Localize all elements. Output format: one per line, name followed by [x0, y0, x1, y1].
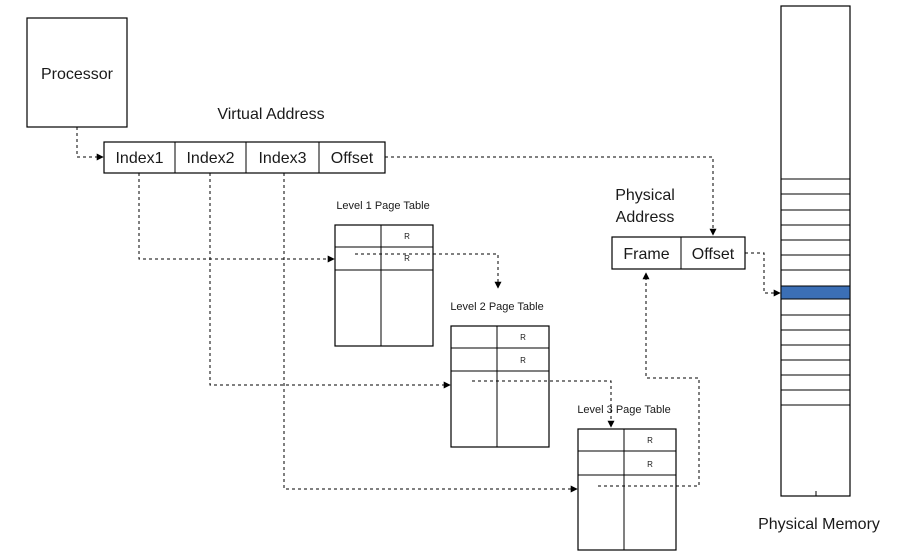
level3-table-title: Level 3 Page Table: [577, 404, 670, 416]
selected-frame: [780, 285, 851, 300]
frame-field: Frame: [623, 246, 669, 263]
processor-label: Processor: [41, 66, 114, 83]
offset-field: Offset: [331, 150, 374, 167]
processor-box: Processor: [26, 17, 128, 128]
index3-field: Index3: [258, 150, 306, 167]
level3-page-table: R R: [577, 428, 677, 551]
level2-row1-flag: R: [520, 333, 526, 342]
physical-memory: [780, 5, 851, 497]
physical-address-title-line2: Address: [616, 209, 675, 226]
level3-row1-flag: R: [647, 436, 653, 445]
level2-page-table: R R: [450, 325, 550, 448]
index1-field: Index1: [115, 150, 163, 167]
level2-table-title: Level 2 Page Table: [450, 301, 543, 313]
virtual-address-title: Virtual Address: [217, 106, 324, 123]
physical-memory-label: Physical Memory: [758, 516, 880, 533]
physical-address-register: Frame Offset: [611, 236, 746, 270]
level3-row2-flag: R: [647, 460, 653, 469]
index2-field: Index2: [186, 150, 234, 167]
level1-page-table: R R: [334, 224, 434, 347]
physical-address-title-line1: Physical: [615, 187, 675, 204]
physical-offset-field: Offset: [692, 246, 735, 263]
level2-row2-flag: R: [520, 356, 526, 365]
virtual-address-register: Index1 Index2 Index3 Offset: [103, 141, 386, 174]
level1-row1-flag: R: [404, 232, 410, 241]
level1-table-title: Level 1 Page Table: [336, 200, 429, 212]
connectors: [76, 127, 781, 493]
level1-row2-flag: R: [404, 254, 410, 263]
